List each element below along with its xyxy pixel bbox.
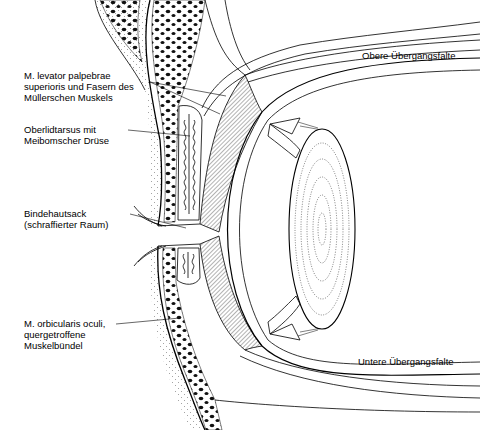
sclera bbox=[268, 70, 480, 120]
tarsus bbox=[177, 248, 200, 284]
part-label: M. levator palpebrae superioris und Fase… bbox=[24, 70, 150, 103]
cornea bbox=[240, 120, 269, 340]
tarsus bbox=[178, 106, 202, 220]
iris bbox=[268, 124, 300, 158]
skin-line bbox=[158, 246, 205, 430]
meibomian-gland bbox=[184, 114, 195, 214]
eyelash bbox=[134, 206, 166, 266]
muscle-bundles bbox=[152, 0, 205, 222]
skin-line bbox=[146, 0, 162, 226]
leader-line bbox=[116, 82, 226, 324]
cornea bbox=[228, 112, 263, 346]
lens bbox=[289, 129, 355, 329]
part-label: Obere Übergangsfalte bbox=[362, 50, 478, 61]
part-label: Oberlidtarsus mit Meibomscher Drüse bbox=[24, 124, 124, 146]
sclera bbox=[262, 58, 480, 112]
lid-margin bbox=[158, 244, 200, 246]
conjunctival-sac bbox=[200, 75, 262, 232]
part-label: Untere Übergangsfalte bbox=[358, 356, 478, 367]
part-label: M. orbicularis oculi, quergetroffene Mus… bbox=[24, 318, 116, 351]
muscle-fibers bbox=[245, 40, 480, 82]
iris bbox=[268, 296, 300, 334]
part-label: Bindehautsack (schraffierter Raum) bbox=[24, 208, 128, 230]
levator-muscle bbox=[202, 0, 480, 116]
meibomian-gland bbox=[183, 252, 194, 278]
sclera bbox=[262, 346, 480, 375]
muscle-fibers bbox=[215, 350, 480, 412]
skin-tissue bbox=[95, 0, 161, 226]
